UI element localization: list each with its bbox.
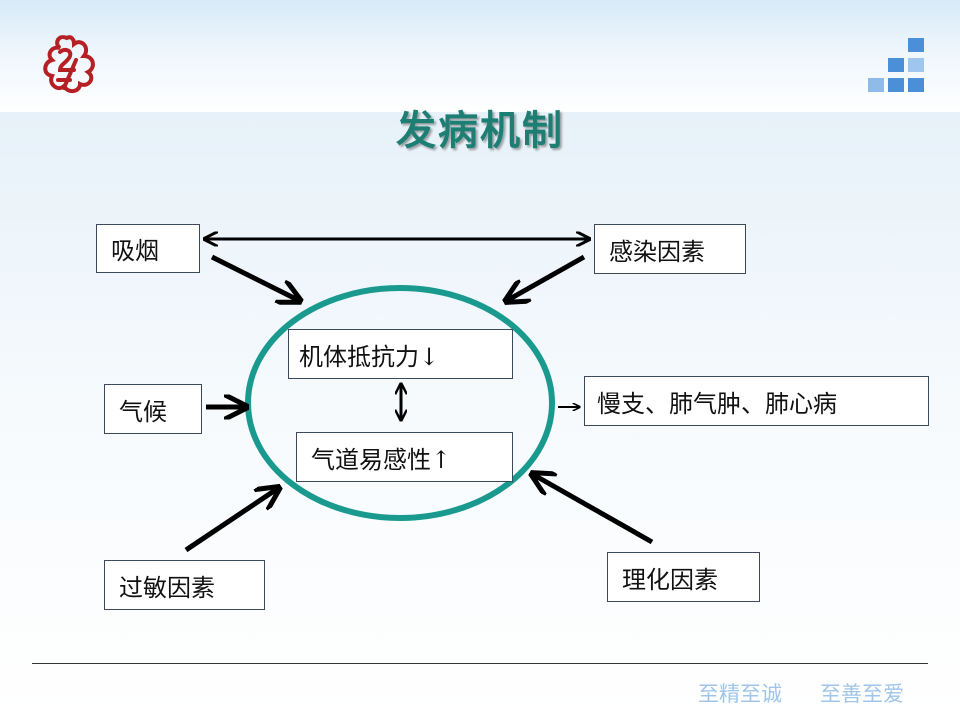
footer-divider [32, 663, 928, 664]
center-resistance-box: 机体抵抗力↓ [288, 329, 513, 379]
cause-infection-box: 感染因素 [594, 224, 746, 274]
cause-smoking-box: 吸烟 [96, 224, 200, 273]
arrow-infection-center [508, 254, 586, 300]
cause-physchem-box: 理化因素 [607, 552, 760, 602]
header-band [0, 0, 960, 112]
slide-title: 发病机制 [396, 108, 564, 154]
footer-motto-left: 至精至诚 [698, 682, 782, 706]
footer-motto-right: 至善至爱 [820, 682, 904, 706]
arrow-smoking-center [210, 254, 298, 300]
arrow-allergy-center [184, 489, 277, 553]
hospital-logo-icon [43, 35, 95, 93]
blocks-decoration-icon [868, 38, 924, 92]
cause-climate-box: 气候 [104, 384, 202, 434]
outcome-box: 慢支、肺气肿、肺心病 [584, 376, 929, 426]
arrow-physchem-center [534, 475, 654, 545]
center-airway-box: 气道易感性↑ [296, 432, 513, 482]
cause-allergy-box: 过敏因素 [104, 560, 265, 610]
